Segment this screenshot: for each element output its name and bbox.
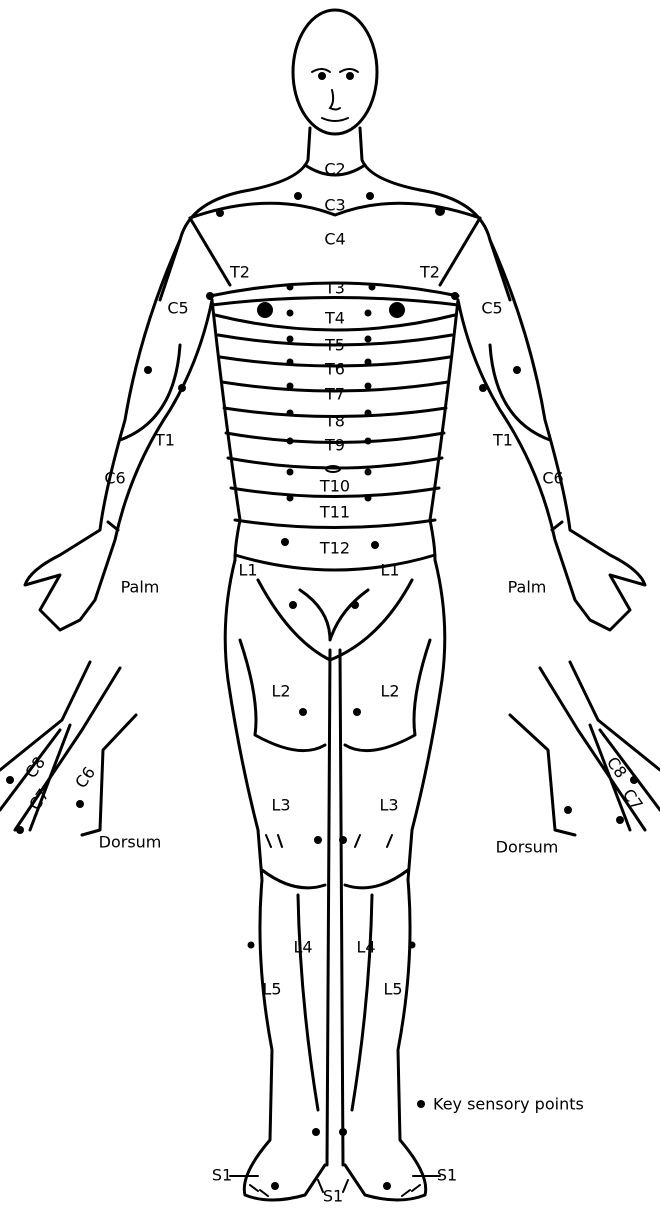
- label-t2-left: T2: [229, 263, 250, 282]
- label-t8: T8: [324, 412, 345, 431]
- label-c8-right: C8: [603, 753, 631, 781]
- label-t6: T6: [324, 360, 345, 379]
- label-t9: T9: [324, 436, 345, 455]
- label-t3: T3: [324, 279, 345, 298]
- label-l1-right: L1: [380, 561, 399, 580]
- label-t4: T4: [324, 309, 345, 328]
- label-palm-right: Palm: [508, 578, 547, 597]
- label-t12: T12: [319, 539, 350, 558]
- label-t7: T7: [324, 385, 345, 404]
- label-l4-right: L4: [356, 938, 375, 957]
- dermatome-labels: C2 C3 C4 T2 T2 T3 T4 T5 T6 T7 T8 T9 T10 …: [21, 160, 646, 1206]
- label-t5: T5: [324, 336, 345, 355]
- label-l5-right: L5: [383, 980, 402, 999]
- label-s1-left: S1: [212, 1166, 232, 1185]
- label-t1-right: T1: [492, 431, 513, 450]
- legend-label: Key sensory points: [433, 1095, 584, 1114]
- label-palm-left: Palm: [121, 578, 160, 597]
- label-t10: T10: [319, 477, 350, 496]
- label-c6-left: C6: [104, 469, 125, 488]
- label-c2: C2: [324, 160, 345, 179]
- label-s1-center: S1: [323, 1187, 343, 1206]
- label-l1-left: L1: [238, 561, 257, 580]
- label-c5-right: C5: [481, 299, 502, 318]
- label-dorsum-right: Dorsum: [496, 838, 559, 857]
- key-point-icon: [417, 1100, 425, 1108]
- label-s1-right: S1: [437, 1166, 457, 1185]
- label-t2-right: T2: [419, 263, 440, 282]
- label-l3-right: L3: [379, 796, 398, 815]
- label-t1-left: T1: [154, 431, 175, 450]
- legend: Key sensory points: [417, 1095, 584, 1114]
- label-c5-left: C5: [167, 299, 188, 318]
- label-l5-left: L5: [262, 980, 281, 999]
- label-c4: C4: [324, 230, 345, 249]
- label-dorsum-left: Dorsum: [99, 833, 162, 852]
- label-l4-left: L4: [293, 938, 312, 957]
- label-t11: T11: [319, 503, 350, 522]
- label-c6-dorsum-left: C6: [71, 763, 99, 791]
- body-outline: [0, 8, 660, 1202]
- label-l2-left: L2: [271, 682, 290, 701]
- label-l2-right: L2: [380, 682, 399, 701]
- label-c3: C3: [324, 196, 345, 215]
- label-c6-right: C6: [542, 469, 563, 488]
- key-sensory-points: [6, 192, 638, 1190]
- label-l3-left: L3: [271, 796, 290, 815]
